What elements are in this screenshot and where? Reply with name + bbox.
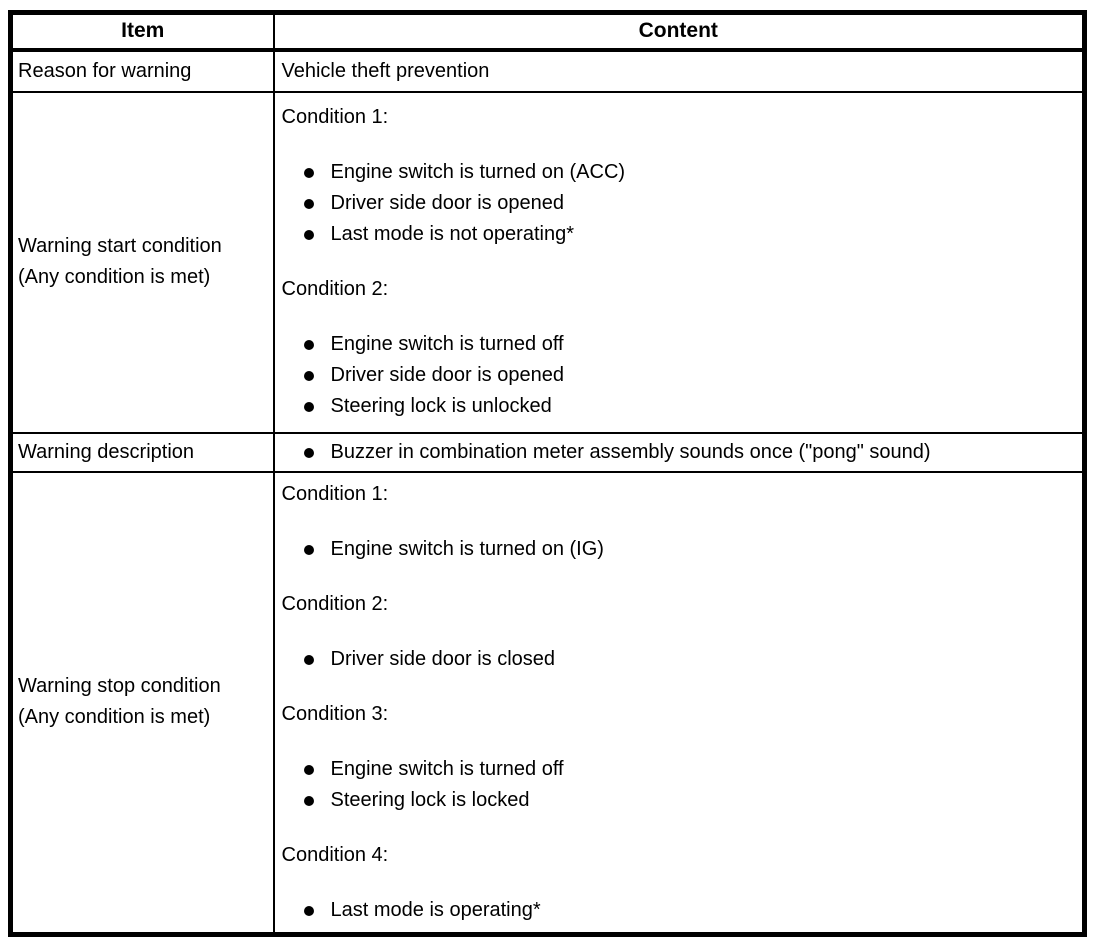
- bullet-text: Driver side door is opened: [330, 364, 564, 386]
- item-cell: Warning description: [9, 431, 275, 473]
- bullet-item: Last mode is not operating*: [303, 219, 1079, 250]
- bullet-icon: [303, 544, 314, 555]
- table-row: Warning description Buzzer in combination…: [9, 431, 1086, 473]
- item-label: Warning description: [18, 440, 195, 463]
- bullet-item: Last mode is operating*: [303, 895, 1079, 926]
- bullet-item: Engine switch is turned on (ACC): [303, 157, 1079, 188]
- bullet-item: Buzzer in combination meter assembly sou…: [303, 437, 1079, 468]
- bullet-list: Driver side door is closed: [282, 644, 1079, 675]
- table-row: Warning stop condition (Any condition is …: [9, 470, 1086, 936]
- bullet-text: Steering lock is locked: [330, 788, 530, 811]
- item-cell: Warning start condition (Any condition is…: [9, 90, 275, 434]
- content-cell: Condition 1: Engine switch is turned on (…: [272, 470, 1086, 936]
- condition-heading: Condition 1:: [281, 482, 389, 505]
- bullet-list: Engine switch is turned on (IG): [282, 534, 1079, 565]
- table-header: Item Content: [9, 11, 1086, 52]
- item-label: Warning start condition: [18, 235, 222, 257]
- column-header-item: Item: [9, 11, 275, 52]
- bullet-icon: [303, 371, 314, 381]
- bullet-text: Driver side door is opened: [330, 192, 564, 214]
- bullet-item: Steering lock is unlocked: [303, 391, 1079, 422]
- bullet-list: Engine switch is turned on (ACC) Driver s…: [282, 157, 1079, 250]
- bullet-icon: [303, 402, 314, 412]
- bullet-list: Last mode is operating*: [282, 895, 1079, 926]
- item-label: (Any condition is met): [18, 266, 211, 288]
- bullet-item: Driver side door is closed: [303, 644, 1079, 675]
- bullet-text: Last mode is not operating*: [330, 223, 575, 245]
- bullet-icon: [303, 654, 314, 665]
- item-label: Warning stop condition: [18, 675, 221, 698]
- bullet-text: Last mode is operating*: [330, 898, 541, 921]
- table-body: Reason for warning Vehicle theft preventi…: [9, 48, 1086, 936]
- bullet-icon: [303, 764, 314, 775]
- item-cell: Reason for warning: [9, 48, 275, 93]
- condition-heading: Condition 4:: [281, 843, 389, 866]
- condition-heading: Condition 2:: [281, 278, 389, 300]
- bullet-text: Driver side door is closed: [330, 647, 556, 670]
- content-text: Vehicle theft prevention: [281, 59, 490, 82]
- bullet-icon: [303, 447, 314, 458]
- header-row: Item Content: [9, 11, 1086, 52]
- column-header-content: Content: [272, 11, 1086, 52]
- item-label: (Any condition is met): [18, 706, 211, 729]
- condition-heading: Condition 2:: [281, 592, 389, 615]
- bullet-icon: [303, 340, 314, 350]
- bullet-text: Buzzer in combination meter assembly sou…: [330, 440, 931, 463]
- bullet-item: Driver side door is opened: [303, 188, 1079, 219]
- bullet-item: Engine switch is turned off: [303, 754, 1079, 785]
- bullet-icon: [303, 168, 314, 178]
- bullet-text: Steering lock is unlocked: [330, 395, 552, 417]
- condition-heading: Condition 3:: [281, 702, 389, 725]
- bullet-text: Engine switch is turned on (IG): [330, 537, 604, 560]
- bullet-icon: [303, 199, 314, 209]
- warning-spec-table: Item Content Reason for warning Vehicle t…: [8, 10, 1087, 937]
- bullet-text: Engine switch is turned off: [330, 757, 564, 780]
- bullet-text: Engine switch is turned off: [330, 333, 564, 355]
- item-cell: Warning stop condition (Any condition is …: [9, 470, 275, 936]
- table-row: Warning start condition (Any condition is…: [9, 90, 1086, 434]
- bullet-item: Engine switch is turned on (IG): [303, 534, 1079, 565]
- condition-heading: Condition 1:: [281, 106, 389, 128]
- bullet-list: Buzzer in combination meter assembly sou…: [282, 437, 1079, 468]
- bullet-text: Engine switch is turned on (ACC): [330, 161, 626, 183]
- bullet-icon: [303, 230, 314, 240]
- content-cell: Vehicle theft prevention: [272, 48, 1086, 93]
- bullet-icon: [303, 795, 314, 806]
- table-row: Reason for warning Vehicle theft preventi…: [9, 48, 1086, 93]
- content-cell: Condition 1: Engine switch is turned on (…: [272, 90, 1086, 434]
- bullet-icon: [303, 905, 314, 916]
- bullet-item: Steering lock is locked: [303, 785, 1079, 816]
- bullet-item: Engine switch is turned off: [303, 329, 1079, 360]
- item-label: Reason for warning: [18, 59, 192, 82]
- content-cell: Buzzer in combination meter assembly sou…: [272, 431, 1086, 473]
- bullet-item: Driver side door is opened: [303, 360, 1079, 391]
